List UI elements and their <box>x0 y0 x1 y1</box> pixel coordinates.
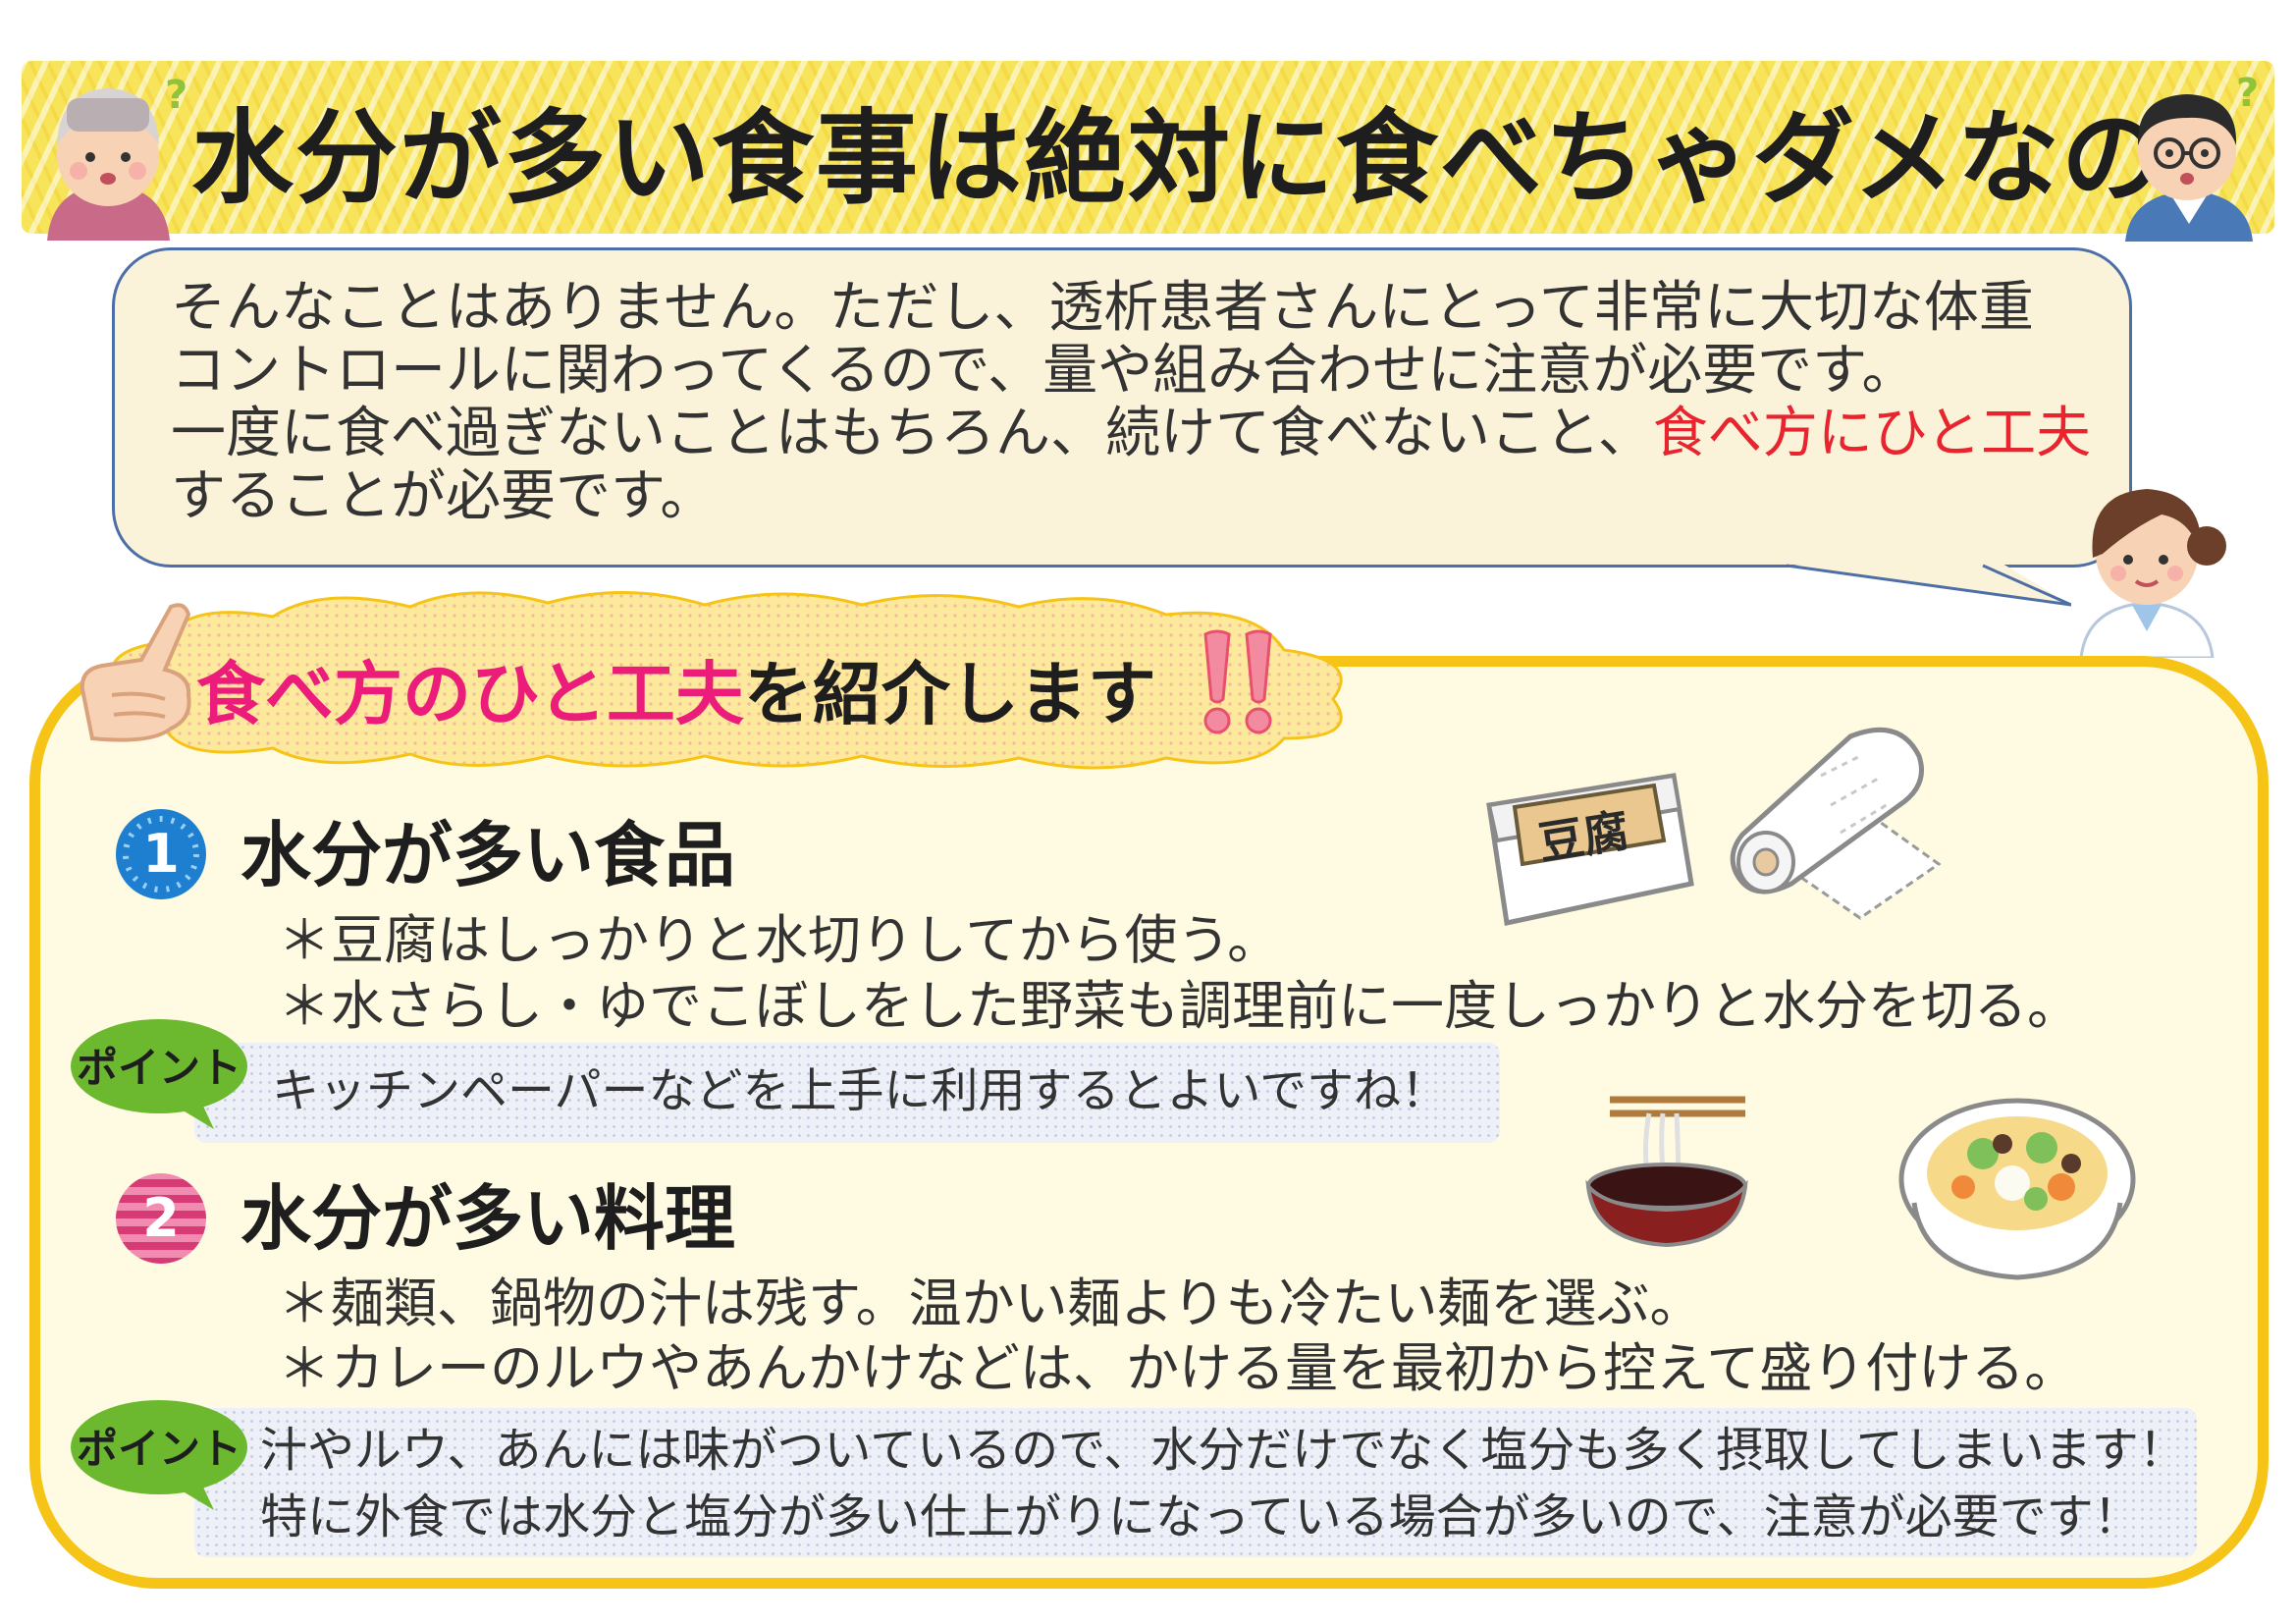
intro-speech-bubble <box>112 247 2132 568</box>
grandmother-icon: ? <box>47 73 187 241</box>
intro-line-2: コントロールに関わってくるので、量や組み合わせに注意が必要です。 <box>171 339 1917 403</box>
section-1-title: 水分が多い食品 <box>240 814 736 896</box>
section-heading: 食べ方のひと工夫を紹介します <box>196 640 1156 748</box>
nurse-icon <box>2079 489 2226 658</box>
speech-bubble-tail <box>1787 552 2071 607</box>
point-2-label: ポイント <box>77 1425 241 1473</box>
point-box-1 <box>194 1043 1500 1143</box>
section-2-item-1: ＊麺類、鍋物の汁は残す。温かい麺よりも冷たい麺を選ぶ。 <box>278 1272 1703 1334</box>
section-1-number: 1 <box>142 823 180 885</box>
section-2-title: 水分が多い料理 <box>240 1177 736 1260</box>
section-2-number: 2 <box>142 1187 180 1249</box>
noodle-bowl-illustration <box>1585 1096 1748 1248</box>
page-title: 水分が多い食事は絶対に食べちゃダメなの？ <box>191 98 2269 218</box>
section-2-number-badge: 2 <box>116 1173 206 1264</box>
intro-line-1: そんなことはありません。ただし、透析患者さんにとって非常に大切な体重 <box>171 276 2034 340</box>
point-1-text: キッチンペーパーなどを上手に利用するとよいですね！ <box>272 1063 1449 1118</box>
section-1-item-2: ＊水さらし・ゆでこぼしをした野菜も調理前に一度しっかりと水分を切る。 <box>278 975 2080 1037</box>
ankake-dish-illustration <box>1898 1098 2136 1280</box>
intro-line-3: 一度に食べ過ぎないことはもちろん、続けて食べないこと、食べ方にひと工夫 <box>171 403 2095 465</box>
intro-highlight: 食べ方にひと工夫 <box>1652 402 2092 465</box>
point-1-badge: ポイント <box>71 1019 247 1129</box>
heading-rest: を紹介します <box>743 654 1156 734</box>
intro-line-3-text: 一度に食べ過ぎないことはもちろん、続けて食べないこと、 <box>171 402 1653 465</box>
heading-cloud <box>110 590 1343 770</box>
point-box-2 <box>194 1408 2197 1557</box>
exclamation-icon <box>1203 629 1272 734</box>
svg-text:?: ? <box>165 73 187 118</box>
point-2-text-1: 汁やルウ、あんには味がついているので、水分だけでなく塩分も多く摂取してしまいます… <box>260 1423 2186 1478</box>
paper-towel-illustration <box>1730 727 1942 920</box>
section-1-item-1: ＊豆腐はしっかりと水切りしてから使う。 <box>278 909 1281 971</box>
svg-text:?: ? <box>2236 71 2259 116</box>
man-icon: ? <box>2125 71 2259 242</box>
title-banner <box>22 61 2274 234</box>
section-1-number-badge: 1 <box>116 809 206 899</box>
point-2-badge: ポイント <box>71 1400 247 1510</box>
intro-line-4: することが必要です。 <box>171 464 716 528</box>
pointing-hand-icon <box>80 603 191 742</box>
heading-highlight: 食べ方のひと工夫 <box>196 654 744 734</box>
point-1-label: ポイント <box>77 1044 241 1092</box>
section-2-item-2: ＊カレーのルウやあんかけなどは、かける量を最初から控えて盛り付ける。 <box>278 1337 2078 1399</box>
point-2-text-2: 特に外食では水分と塩分が多い仕上がりになっている場合が多いので、注意が必要です！ <box>260 1489 2141 1544</box>
tofu-illustration: 豆腐 <box>1486 773 1694 926</box>
